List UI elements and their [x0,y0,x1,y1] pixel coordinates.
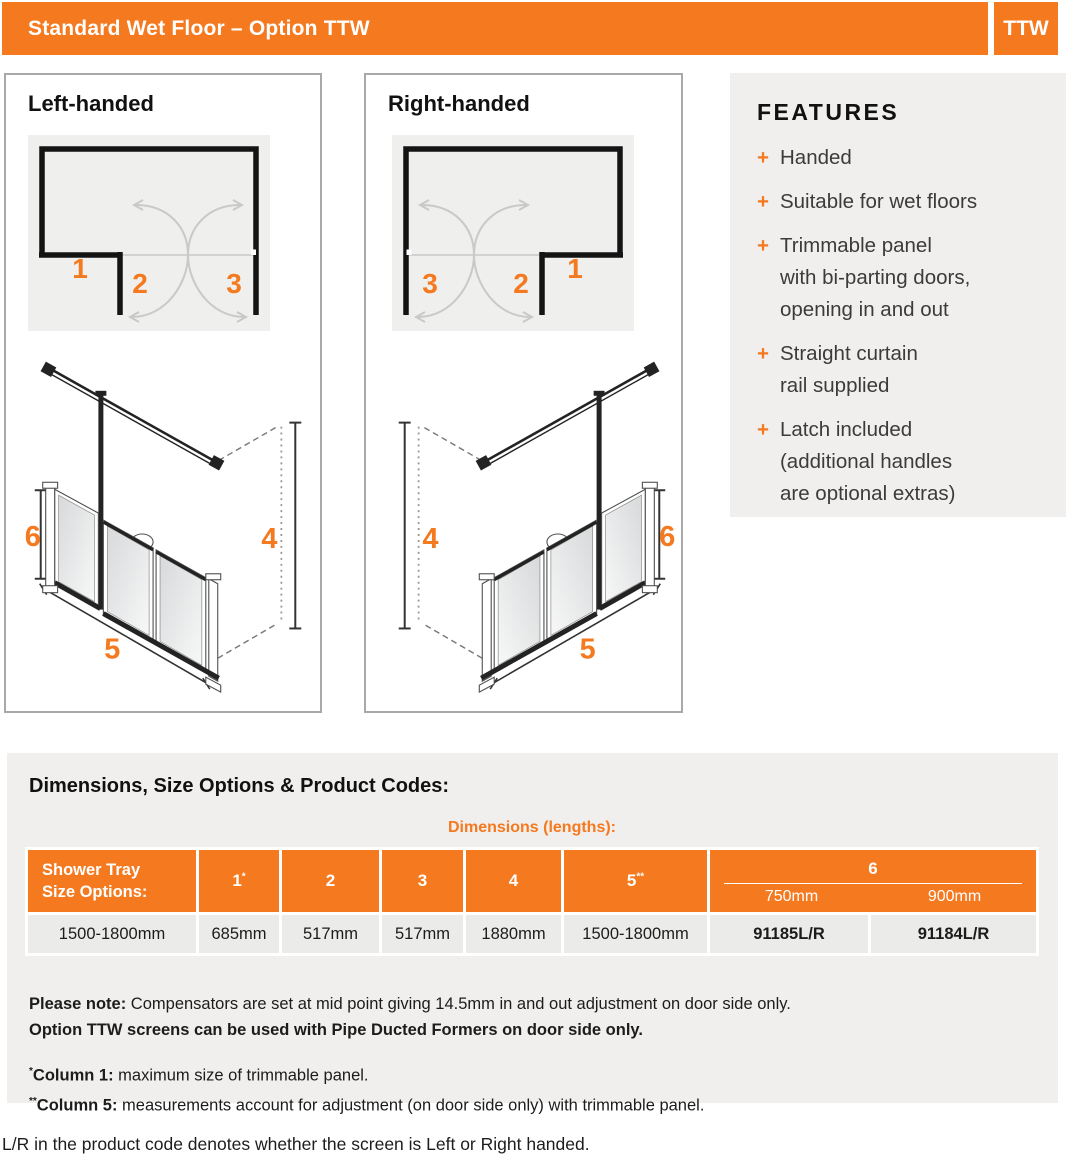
cell-tray-size: 1500-1800mm [28,915,196,953]
feature-item: + Straight curtain rail supplied [757,338,1048,402]
divider [724,882,1022,884]
col-header-1: 1* [199,850,279,912]
right-handed-panel: Right-handed 3 2 1 [364,73,683,713]
dim-label-6: 6 [659,521,675,553]
col-header-6-900: 900mm [927,887,982,905]
feature-text: Handed [779,146,852,169]
option-badge: TTW [994,2,1058,55]
feature-item: + Trimmable panel with bi-parting doors,… [757,230,1048,326]
left-elevation-diagram: 6 4 5 [25,361,302,694]
dim-label-4: 4 [261,523,277,555]
feature-item: + Handed [757,142,1048,174]
features-list: + Handed + Suitable for wet floors + Tri… [757,142,1048,510]
dim-label-6: 6 [25,521,41,553]
features-title: FEATURES [757,99,900,125]
plan-label-2: 2 [513,268,529,299]
page-header: Standard Wet Floor – Option TTW [2,2,988,55]
right-handed-title: Right-handed [388,91,530,116]
plan-label-1: 1 [567,253,583,284]
cell-dim-2: 517mm [282,915,379,953]
cell-product-code-750: 91185L/R [710,915,868,953]
cell-dim-4: 1880mm [466,915,561,953]
right-elevation-diagram: 6 4 5 [398,361,675,694]
feature-text: Straight curtain rail supplied [779,342,918,397]
note-pipe-ducted: Option TTW screens can be used with Pipe… [29,1021,643,1039]
note-column-1: *Column 1: maximum size of trimmable pan… [29,1066,369,1085]
plan-label-3: 3 [422,268,438,299]
table-header-row: Shower Tray Size Options: 1* 2 3 4 5** 6… [28,850,1036,912]
left-plan-diagram: 1 2 3 [28,135,270,331]
left-handed-panel: Left-handed 1 2 3 [4,73,322,713]
feature-text: Trimmable panel with bi-parting doors, o… [779,234,971,321]
feature-item: + Latch included (additional handles are… [757,414,1048,510]
cell-product-code-900: 91184L/R [871,915,1036,953]
col-header-3: 3 [382,850,463,912]
left-handed-title: Left-handed [28,91,154,116]
col-header-tray: Shower Tray Size Options: [28,850,196,912]
plus-icon: + [757,234,769,257]
note-compensators: Please note: Compensators are set at mid… [29,995,791,1013]
dim-label-5: 5 [104,633,120,665]
cell-dim-3: 517mm [382,915,463,953]
plan-label-2: 2 [132,268,148,299]
feature-item: + Suitable for wet floors [757,186,1048,218]
notes-block: Please note: Compensators are set at mid… [29,991,1034,1118]
plus-icon: + [757,342,769,365]
col-header-4: 4 [466,850,561,912]
col-header-6-750: 750mm [764,887,819,905]
col-header-6: 6 750mm 900mm [710,850,1036,912]
feature-text: Latch included (additional handles are o… [779,418,956,505]
page-title: Standard Wet Floor – Option TTW [28,16,370,40]
lr-footer-note: L/R in the product code denotes whether … [2,1134,590,1154]
table-caption: Dimensions (lengths): [447,819,616,836]
feature-text: Suitable for wet floors [779,190,978,213]
plan-label-3: 3 [226,268,242,299]
plus-icon: + [757,146,769,169]
option-badge-label: TTW [1003,16,1049,40]
dim-label-5: 5 [580,633,596,665]
col-header-5: 5** [564,850,707,912]
cell-dim-1: 685mm [199,915,279,953]
table-data-row: 1500-1800mm 685mm 517mm 517mm 1880mm 150… [28,915,1036,953]
dimensions-heading: Dimensions, Size Options & Product Codes… [29,775,450,797]
col-header-2: 2 [282,850,379,912]
right-plan-diagram: 3 2 1 [392,135,634,331]
size-options-table: Shower Tray Size Options: 1* 2 3 4 5** 6… [25,847,1039,956]
features-panel: FEATURES + Handed + Suitable for wet flo… [730,73,1066,517]
dim-label-4: 4 [423,523,439,555]
cell-dim-5: 1500-1800mm [564,915,707,953]
note-column-5: **Column 5: measurements account for adj… [29,1095,705,1115]
plus-icon: + [757,190,769,213]
plan-label-1: 1 [72,253,88,284]
dimensions-section: Dimensions, Size Options & Product Codes… [7,753,1058,1114]
plus-icon: + [757,418,769,441]
